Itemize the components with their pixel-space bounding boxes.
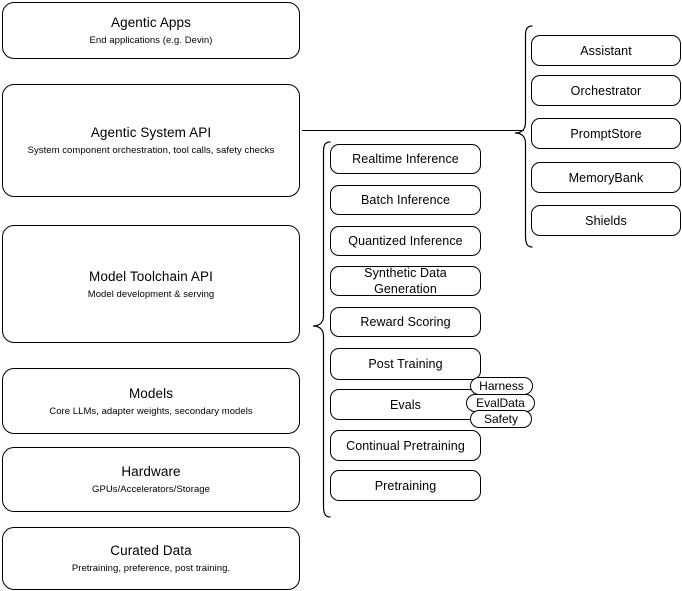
- layer-title: Model Toolchain API: [89, 268, 213, 284]
- component-title: Assistant: [580, 43, 632, 58]
- capability-box-continual-pretraining[interactable]: Continual Pretraining: [330, 430, 481, 461]
- capability-title: Batch Inference: [360, 193, 451, 207]
- capability-title: Post Training: [368, 357, 443, 371]
- capability-box-quantized-inference[interactable]: Quantized Inference: [330, 226, 481, 256]
- capability-box-reward-scoring[interactable]: Reward Scoring: [330, 307, 481, 337]
- capability-box-batch-inference[interactable]: Batch Inference: [330, 185, 481, 215]
- component-box-promptstore[interactable]: PromptStore: [531, 118, 681, 149]
- layer-box-agentic-system-api[interactable]: Agentic System API System component orch…: [2, 84, 300, 197]
- component-box-shields[interactable]: Shields: [531, 205, 681, 236]
- layer-subtitle: Core LLMs, adapter weights, secondary mo…: [49, 405, 253, 417]
- eval-badge-label: Safety: [483, 412, 519, 426]
- component-title: Orchestrator: [570, 83, 642, 98]
- capability-title: Quantized Inference: [348, 234, 463, 248]
- capability-title: Realtime Inference: [352, 152, 459, 166]
- component-title: Shields: [585, 213, 627, 228]
- component-title: PromptStore: [570, 126, 642, 141]
- component-box-orchestrator[interactable]: Orchestrator: [531, 75, 681, 106]
- component-title: MemoryBank: [568, 170, 644, 185]
- capability-title: Pretraining: [374, 478, 437, 493]
- layer-box-hardware[interactable]: Hardware GPUs/Accelerators/Storage: [2, 447, 300, 512]
- layer-title: Hardware: [121, 464, 181, 479]
- component-box-memorybank[interactable]: MemoryBank: [531, 162, 681, 193]
- layer-title: Models: [128, 385, 174, 401]
- layer-box-agentic-apps[interactable]: Agentic Apps End applications (e.g. Devi…: [2, 2, 300, 59]
- capability-title: Reward Scoring: [360, 315, 451, 329]
- layer-box-curated-data[interactable]: Curated Data Pretraining, preference, po…: [2, 527, 300, 590]
- capability-box-post-training[interactable]: Post Training: [330, 348, 481, 380]
- layer-subtitle: System component orchestration, tool cal…: [27, 145, 275, 156]
- layer-subtitle: Pretraining, preference, post training.: [71, 563, 231, 574]
- eval-badge-label: EvalData: [476, 396, 525, 410]
- layer-title: Curated Data: [110, 543, 192, 558]
- brace-model-toolchain-capabilities: [306, 138, 332, 522]
- capability-box-evals[interactable]: Evals: [330, 389, 481, 420]
- capability-title: Continual Pretraining: [346, 438, 465, 453]
- eval-badge-harness[interactable]: Harness: [470, 377, 533, 395]
- capability-title: Evals: [389, 397, 422, 412]
- capability-box-pretraining[interactable]: Pretraining: [330, 470, 481, 501]
- eval-badge-label: Harness: [479, 379, 524, 393]
- capability-box-synthetic-data-generation[interactable]: Synthetic Data Generation: [330, 266, 481, 296]
- eval-badge-safety[interactable]: Safety: [470, 410, 532, 428]
- component-box-assistant[interactable]: Assistant: [531, 35, 681, 66]
- capability-title: Synthetic Data Generation: [364, 266, 447, 296]
- layer-subtitle: GPUs/Accelerators/Storage: [92, 484, 210, 495]
- layer-title: Agentic System API: [90, 125, 212, 140]
- capability-box-realtime-inference[interactable]: Realtime Inference: [330, 144, 481, 174]
- layer-subtitle: End applications (e.g. Devin): [89, 35, 213, 46]
- layer-box-model-toolchain-api[interactable]: Model Toolchain API Model development & …: [2, 225, 300, 343]
- layer-title: Agentic Apps: [110, 15, 191, 30]
- layer-subtitle: Model development & serving: [87, 288, 215, 300]
- layer-box-models[interactable]: Models Core LLMs, adapter weights, secon…: [2, 368, 300, 434]
- connector-agentic-system-api-to-components: [300, 124, 526, 138]
